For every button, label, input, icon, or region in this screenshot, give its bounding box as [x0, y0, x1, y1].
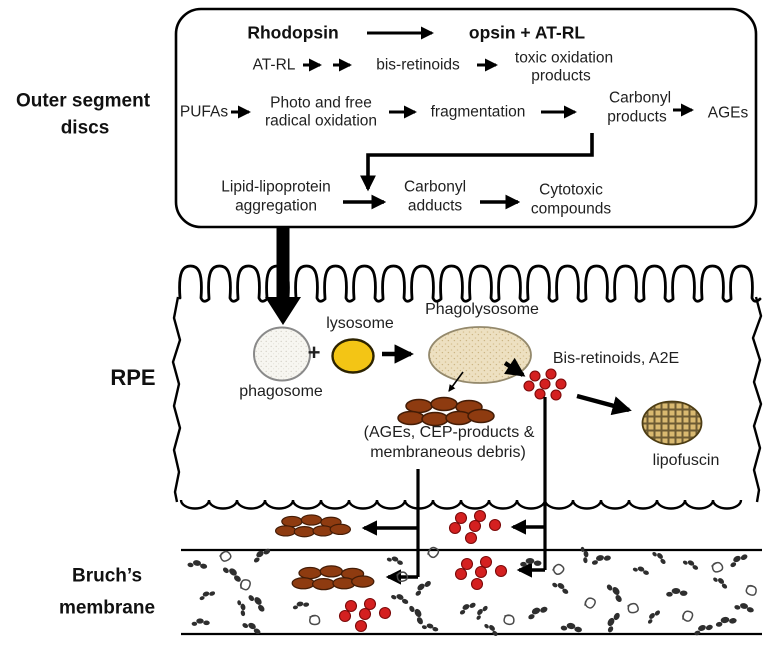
- bruchs-label-line2: membrane: [58, 597, 156, 619]
- efflux-lines: [361, 397, 547, 585]
- opsin-atrl-label: opsin + AT-RL: [468, 22, 586, 43]
- arrow-phagolysosome-bisretinoids: [503, 357, 526, 377]
- bis-retinoids-label: bis-retinoids: [376, 56, 460, 74]
- outer-segment-label-line1: Outer segment: [15, 90, 151, 112]
- lysosome-label: lysosome: [326, 315, 394, 332]
- carbonyl-products-label-line1: Carbonyl: [608, 89, 672, 107]
- bruchs-label-line1: Bruch’s: [71, 565, 143, 587]
- carbonyl-adducts-label-line1: Carbonyl: [403, 178, 467, 196]
- arrow-carbonyl-products-elbow: [360, 133, 594, 192]
- cytotoxic-label-line1: Cytotoxic: [539, 181, 603, 199]
- photo-oxidation-label-line1: Photo and free: [270, 94, 372, 112]
- ages-label: AGEs: [707, 104, 749, 122]
- outer-segment-box: [174, 7, 758, 229]
- lipofuscin-label: lipofuscin: [652, 452, 720, 469]
- rhodopsin-label: Rhodopsin: [247, 22, 339, 43]
- flow-arrows: [231, 26, 694, 210]
- phagolysosome-circle: [428, 326, 532, 384]
- lipid-lipoprotein-label-line2: aggregation: [235, 197, 317, 215]
- outer-segment-label-line2: discs: [60, 117, 110, 139]
- brown-cluster-bruchs: [291, 565, 375, 591]
- carbonyl-adducts-label-line2: adducts: [407, 197, 463, 215]
- photo-oxidation-label-line2: radical oxidation: [264, 112, 378, 130]
- rpe-left-border: [171, 296, 182, 503]
- pufas-label: PUFAs: [179, 103, 229, 121]
- rpe-right-border: [751, 296, 763, 503]
- plus-sign: +: [307, 340, 321, 365]
- ages-cep-label-line2: membraneous debris): [370, 444, 526, 461]
- phagosome-circle: [253, 326, 311, 382]
- brown-cluster-subrpe: [274, 514, 352, 538]
- atrl-label: AT-RL: [252, 56, 296, 74]
- lysosome-circle: [331, 338, 375, 374]
- bis-retinoids-a2e-label: Bis-retinoids, A2E: [552, 350, 680, 367]
- red-cluster-subrpe: [448, 509, 502, 545]
- red-cluster-bruchs-lower: [338, 597, 392, 633]
- phagosome-label: phagosome: [239, 383, 323, 400]
- ages-cep-label-line1: (AGEs, CEP-products &: [363, 424, 535, 441]
- rpe-label: RPE: [110, 365, 156, 390]
- red-cluster-bruchs: [454, 555, 508, 591]
- rpe-microvilli-border: [178, 264, 762, 303]
- toxic-oxidation-label-line1: toxic oxidation: [514, 49, 614, 67]
- lipid-lipoprotein-label-line1: Lipid-lipoprotein: [221, 178, 331, 196]
- phagolysosome-label: Phagolysosome: [425, 301, 539, 318]
- carbonyl-products-label-line2: products: [607, 108, 667, 126]
- lipofuscin-granule: [641, 400, 703, 446]
- bruchs-debris-field: [179, 537, 762, 645]
- bis-retinoids-cluster: [523, 368, 567, 401]
- arrow-bisretinoids-lipofuscin: [576, 393, 632, 416]
- rpe-basal-border: [179, 499, 743, 510]
- ages-cluster-rpe: [397, 396, 495, 427]
- fragmentation-label: fragmentation: [430, 103, 526, 121]
- arrow-phagolysosome-ages: [448, 371, 464, 392]
- toxic-oxidation-label-line2: products: [531, 67, 591, 85]
- cytotoxic-label-line2: compounds: [530, 200, 612, 218]
